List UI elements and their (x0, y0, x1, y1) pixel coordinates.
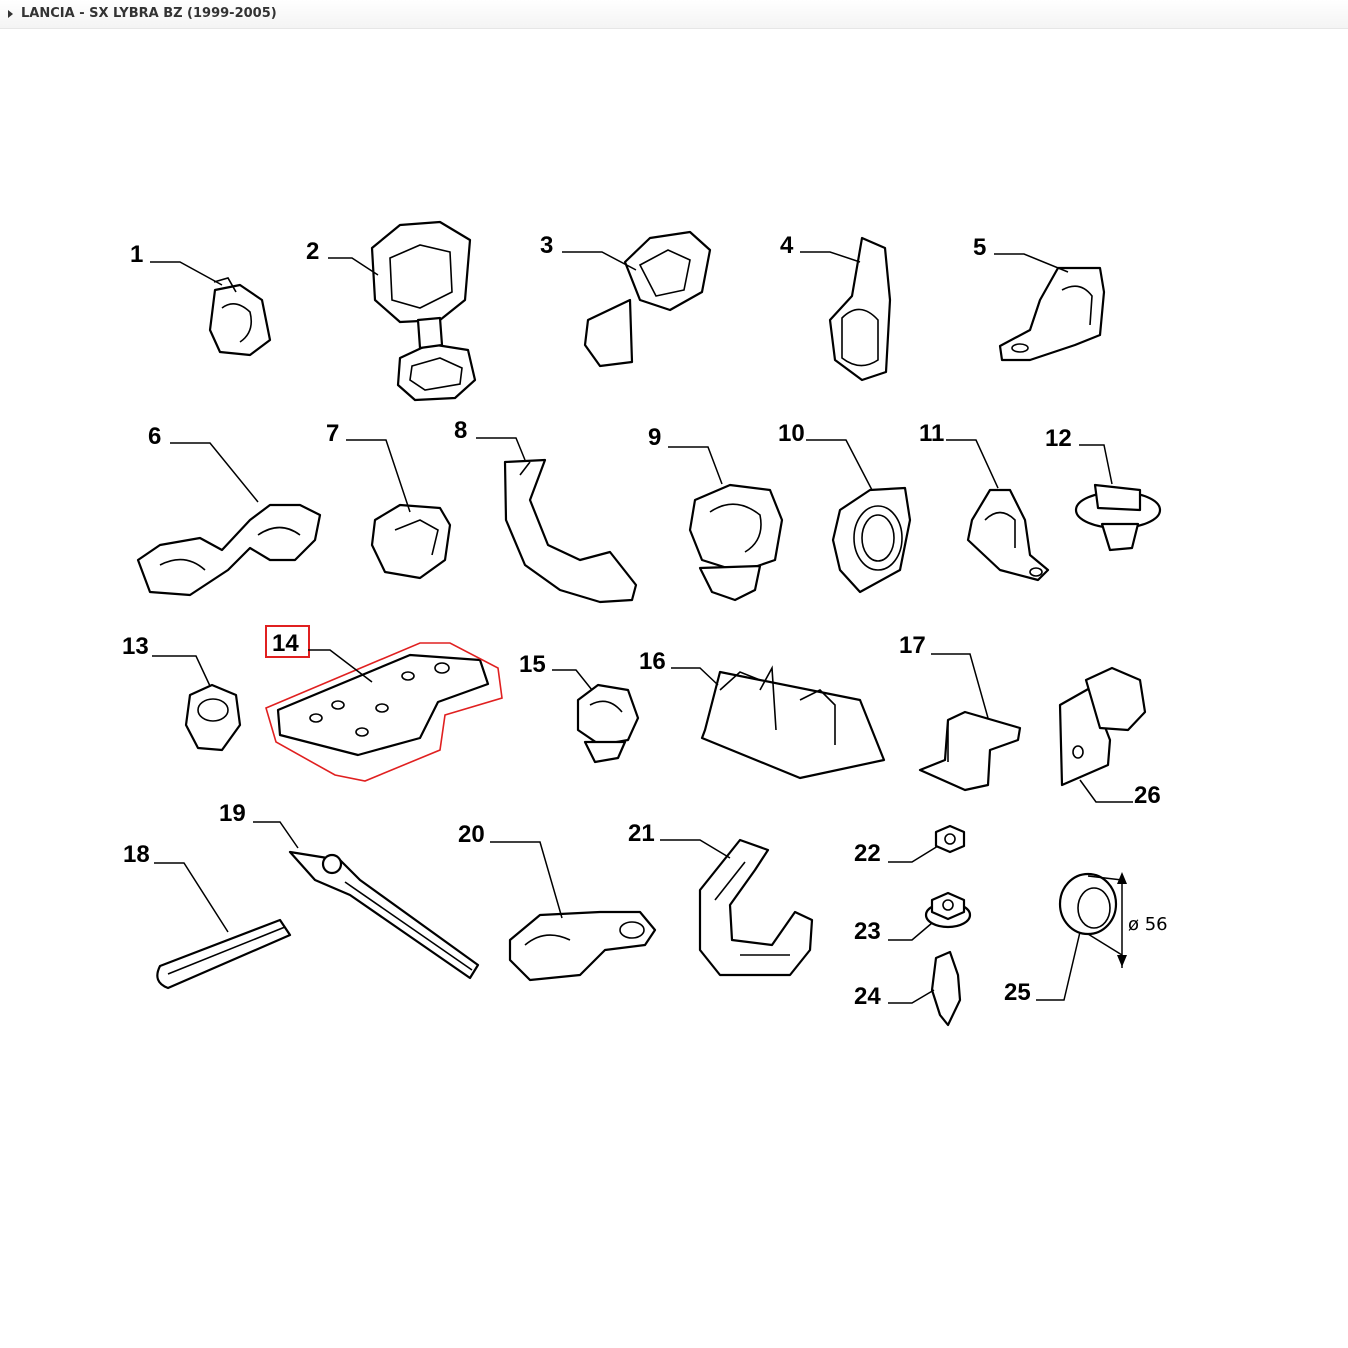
part-9-drawing[interactable] (688, 483, 784, 602)
part-25-drawing[interactable] (1058, 872, 1127, 968)
callout-3[interactable]: 3 (540, 232, 553, 259)
part-18-drawing[interactable] (156, 918, 292, 990)
part-19-drawing[interactable] (288, 850, 480, 980)
highlight-label-box (265, 625, 310, 658)
part-14-drawing[interactable] (265, 625, 503, 782)
callout-12[interactable]: 12 (1045, 425, 1072, 452)
part-5-drawing[interactable] (998, 266, 1106, 362)
callout-7[interactable]: 7 (326, 420, 339, 447)
callout-16[interactable]: 16 (639, 648, 666, 675)
callout-2[interactable]: 2 (306, 238, 319, 265)
callout-9[interactable]: 9 (648, 424, 661, 451)
part-1-drawing[interactable] (208, 277, 272, 357)
part-12-drawing[interactable] (1074, 483, 1162, 552)
part-11-drawing[interactable] (966, 488, 1050, 582)
part-4-drawing[interactable] (828, 236, 892, 382)
breadcrumb[interactable]: LANCIA - SX LYBRA BZ (1999-2005) (8, 6, 277, 21)
part-20-drawing[interactable] (508, 910, 657, 982)
callout-labels: 1 2 3 4 5 6 7 8 9 10 11 12 13 14 15 16 1… (122, 232, 1161, 1010)
callout-26[interactable]: 26 (1134, 782, 1161, 809)
leader-lines (150, 251, 1133, 1004)
part-7-drawing[interactable] (370, 503, 452, 580)
callout-23[interactable]: 23 (854, 918, 881, 945)
callout-22[interactable]: 22 (854, 840, 881, 867)
callout-25[interactable]: 25 (1004, 979, 1031, 1006)
breadcrumb-text: LANCIA - SX LYBRA BZ (1999-2005) (21, 6, 277, 21)
callout-21[interactable]: 21 (628, 820, 655, 847)
callout-8[interactable]: 8 (454, 417, 467, 444)
highlight-outline (265, 642, 503, 782)
callout-19[interactable]: 19 (219, 800, 246, 827)
callout-13[interactable]: 13 (122, 633, 149, 660)
breadcrumb-bar: LANCIA - SX LYBRA BZ (1999-2005) (0, 0, 1348, 29)
callout-18[interactable]: 18 (123, 841, 150, 868)
part-8-drawing[interactable] (503, 458, 638, 604)
callout-6[interactable]: 6 (148, 423, 161, 450)
callout-11[interactable]: 11 (919, 420, 944, 447)
part-10-drawing[interactable] (831, 486, 912, 594)
callout-15[interactable]: 15 (519, 651, 546, 678)
part-13-drawing[interactable] (184, 683, 242, 752)
part-3-drawing[interactable] (583, 230, 712, 368)
part-16-drawing[interactable] (700, 665, 886, 780)
part-22-drawing[interactable] (934, 824, 966, 854)
callout-1[interactable]: 1 (130, 241, 143, 268)
part-2-drawing[interactable] (370, 220, 477, 402)
callout-10[interactable]: 10 (778, 420, 805, 447)
part-21-drawing[interactable] (698, 838, 814, 977)
dimension-label: ø 56 (1128, 914, 1168, 935)
part-17-drawing[interactable] (918, 710, 1022, 792)
part-26-drawing[interactable] (1058, 666, 1147, 787)
part-6-drawing[interactable] (136, 503, 322, 597)
caret-right-icon (8, 9, 13, 18)
part-24-drawing[interactable] (930, 950, 962, 1027)
callout-20[interactable]: 20 (458, 821, 485, 848)
part-15-drawing[interactable] (576, 683, 640, 764)
callout-4[interactable]: 4 (780, 232, 794, 259)
callout-14[interactable]: 14 (272, 630, 299, 657)
callout-24[interactable]: 24 (854, 983, 881, 1010)
part-23-drawing[interactable] (924, 891, 972, 929)
callout-5[interactable]: 5 (973, 234, 986, 261)
callout-17[interactable]: 17 (899, 632, 926, 659)
